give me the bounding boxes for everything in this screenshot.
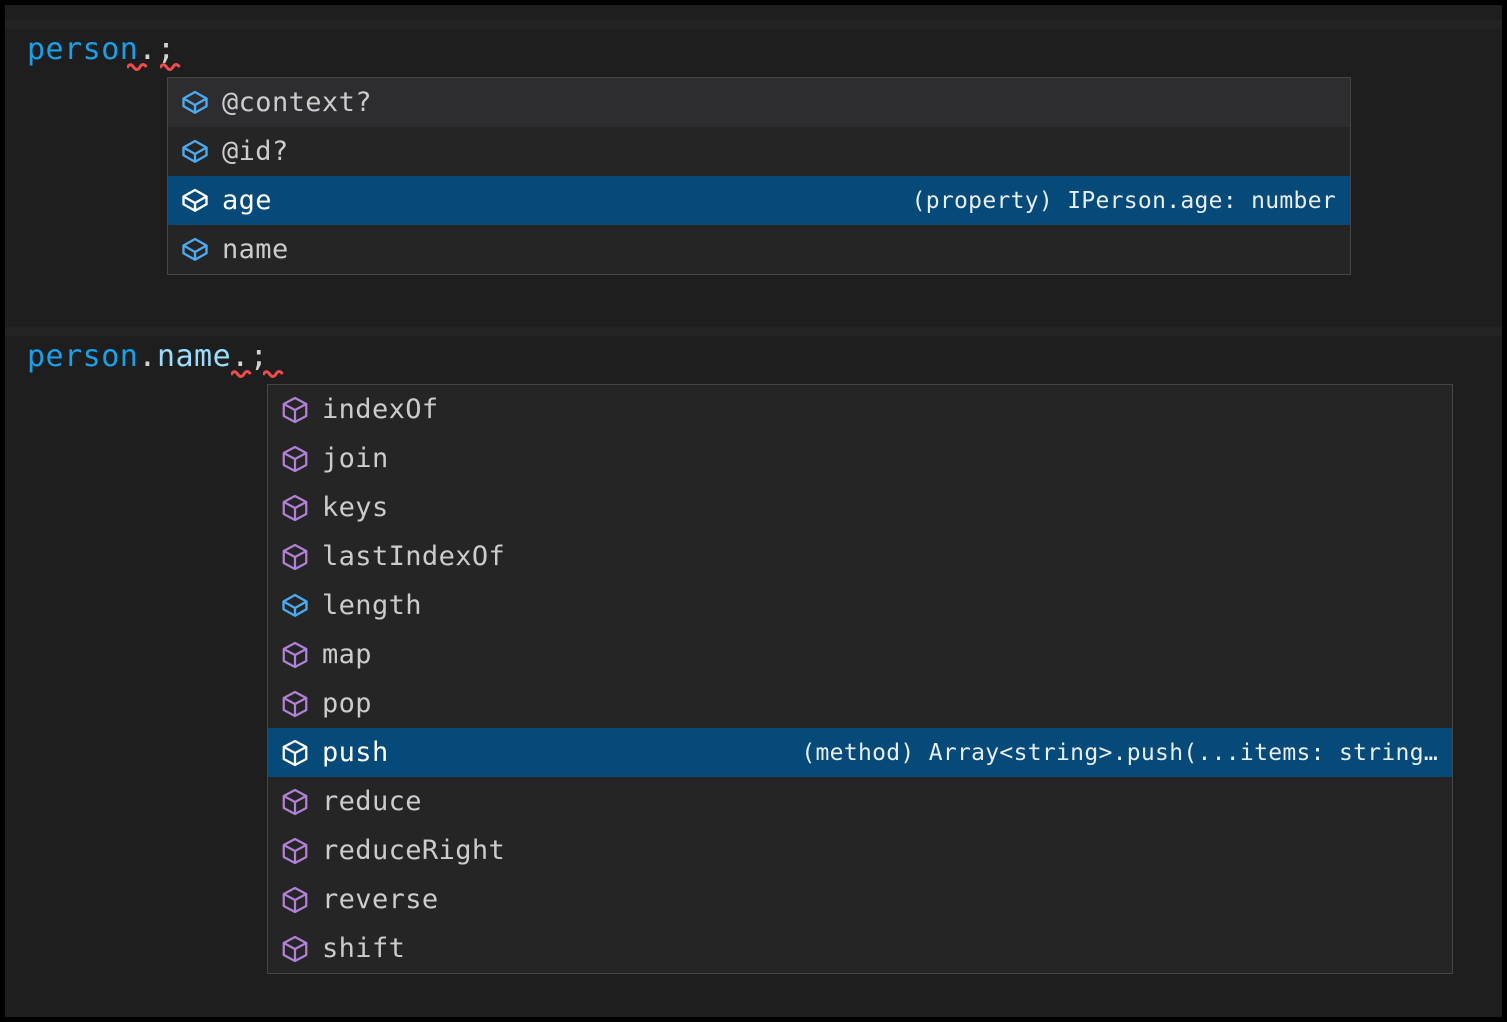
top-divider-band xyxy=(5,20,1502,29)
code-token-variable: person xyxy=(27,339,139,374)
error-squiggle-icon xyxy=(231,368,253,378)
completion-item[interactable]: keys xyxy=(268,483,1452,532)
method-cube-glyph xyxy=(282,494,308,521)
property-cube-glyph xyxy=(282,593,308,617)
completion-item-label: shift xyxy=(322,933,406,964)
completion-item[interactable]: shift xyxy=(268,924,1452,973)
completion-item[interactable]: reverse xyxy=(268,875,1452,924)
completion-item-label: length xyxy=(322,590,422,621)
completion-item[interactable]: @id? xyxy=(168,127,1350,176)
method-cube-glyph xyxy=(282,543,308,570)
completion-item-label: indexOf xyxy=(322,394,439,425)
method-cube-glyph xyxy=(282,788,308,815)
member-completion-list[interactable]: @context? @id? age (property) IPerson.age: … xyxy=(167,77,1351,275)
property-cube-glyph xyxy=(182,237,208,261)
error-squiggle-icon xyxy=(263,368,285,378)
completion-item-label: lastIndexOf xyxy=(322,541,506,572)
completion-item[interactable]: reduce xyxy=(268,777,1452,826)
code-token-punctuation: ; xyxy=(156,32,176,67)
method-cube-icon xyxy=(278,834,312,868)
method-cube-glyph xyxy=(282,641,308,668)
code-token-punctuation: . xyxy=(138,339,157,374)
property-cube-icon xyxy=(178,233,212,267)
error-squiggle-icon xyxy=(160,61,182,71)
completion-item[interactable]: push (method) Array<string>.push(...items… xyxy=(268,728,1452,777)
method-cube-icon xyxy=(278,638,312,672)
method-cube-glyph xyxy=(282,837,308,864)
property-cube-icon xyxy=(178,184,212,218)
completion-item[interactable]: indexOf xyxy=(268,385,1452,434)
array-completion-list[interactable]: indexOf join keys lastIndexOf length map pop pu… xyxy=(267,384,1453,974)
method-cube-icon xyxy=(278,932,312,966)
property-cube-icon xyxy=(278,589,312,623)
method-cube-glyph xyxy=(282,396,308,423)
completion-item[interactable]: join xyxy=(268,434,1452,483)
code-token-property: name xyxy=(156,339,232,374)
completion-item[interactable]: name xyxy=(168,225,1350,274)
completion-item-detail: (method) Array<string>.push(...items: st… xyxy=(801,739,1438,766)
property-cube-glyph xyxy=(182,139,208,163)
method-cube-icon xyxy=(278,491,312,525)
completion-item-label: reduceRight xyxy=(322,835,506,866)
method-cube-icon xyxy=(278,883,312,917)
code-token-punctuation: ; xyxy=(249,339,269,374)
code-line-second[interactable]: person.name.; xyxy=(27,338,268,376)
completion-item-label: name xyxy=(222,234,289,265)
completion-item-label: reduce xyxy=(322,786,422,817)
completion-item[interactable]: @context? xyxy=(168,78,1350,127)
property-cube-icon xyxy=(178,86,212,120)
method-cube-glyph xyxy=(282,739,308,766)
property-cube-icon xyxy=(178,135,212,169)
completion-item-label: push xyxy=(322,737,389,768)
completion-item-label: @context? xyxy=(222,87,372,118)
property-cube-glyph xyxy=(182,188,208,212)
code-token-variable: person xyxy=(27,32,139,67)
completion-item-label: reverse xyxy=(322,884,439,915)
error-squiggle-icon xyxy=(127,61,149,71)
method-cube-icon xyxy=(278,736,312,770)
code-line-first[interactable]: person.; xyxy=(27,31,176,69)
code-token-punctuation: . xyxy=(138,32,157,67)
completion-item-label: pop xyxy=(322,688,372,719)
middle-divider-band xyxy=(5,327,1502,336)
method-cube-icon xyxy=(278,540,312,574)
completion-item-label: join xyxy=(322,443,389,474)
method-cube-icon xyxy=(278,442,312,476)
method-cube-icon xyxy=(278,687,312,721)
completion-item-label: map xyxy=(322,639,372,670)
method-cube-glyph xyxy=(282,935,308,962)
method-cube-glyph xyxy=(282,886,308,913)
completion-item[interactable]: pop xyxy=(268,679,1452,728)
method-cube-icon xyxy=(278,785,312,819)
code-token-punctuation: . xyxy=(231,339,250,374)
completion-item[interactable]: length xyxy=(268,581,1452,630)
completion-item-label: age xyxy=(222,185,272,216)
completion-item-detail: (property) IPerson.age: number xyxy=(911,187,1336,214)
property-cube-glyph xyxy=(182,90,208,114)
completion-item-label: @id? xyxy=(222,136,289,167)
method-cube-glyph xyxy=(282,445,308,472)
completion-item-label: keys xyxy=(322,492,389,523)
method-cube-glyph xyxy=(282,690,308,717)
completion-item[interactable]: age (property) IPerson.age: number xyxy=(168,176,1350,225)
method-cube-icon xyxy=(278,393,312,427)
completion-item[interactable]: lastIndexOf xyxy=(268,532,1452,581)
completion-item[interactable]: map xyxy=(268,630,1452,679)
completion-item[interactable]: reduceRight xyxy=(268,826,1452,875)
